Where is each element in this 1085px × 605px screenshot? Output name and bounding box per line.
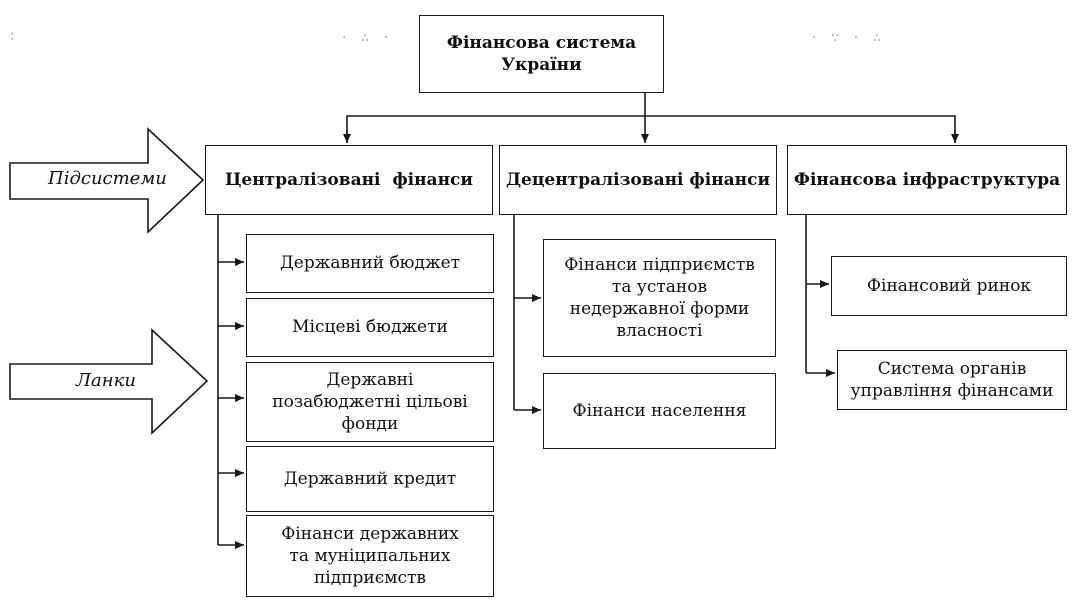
unit-line: Державні — [326, 369, 414, 390]
scan-noise-right: · ∵ · ∴ — [810, 30, 884, 46]
unit-local-budgets: Місцеві бюджети — [246, 298, 494, 357]
root-label: Фінансова система України — [446, 32, 637, 75]
subsystem-centralized-label: Централізовані фінанси — [225, 169, 473, 190]
unit-line: Фінанси населення — [572, 400, 747, 421]
root-connectors — [343, 93, 959, 143]
unit-line: Фінанси державних — [281, 523, 459, 544]
scan-noise-mid: · ∴ · — [340, 30, 393, 46]
units-label: Ланки — [76, 370, 136, 391]
decentral-connectors — [513, 215, 541, 414]
subsystems-arrow — [9, 127, 205, 234]
unit-line: та муніципальних — [289, 545, 451, 566]
unit-household-finance: Фінанси населення — [543, 373, 776, 449]
unit-line: фонди — [341, 414, 399, 435]
unit-line: управління фінансами — [850, 381, 1054, 401]
unit-line: Державний бюджет — [279, 253, 461, 274]
scan-noise-left: : — [8, 28, 19, 44]
unit-line: Фінансовий ринок — [866, 275, 1032, 296]
subsystem-centralized-box: Централізовані фінанси — [205, 145, 493, 215]
unit-line: власності — [616, 321, 703, 342]
unit-line: Фінанси підприємств — [564, 254, 755, 275]
root-box: Фінансова система України — [419, 15, 664, 93]
unit-line: позабюджетні цільові — [272, 391, 468, 412]
unit-line: Система органів — [877, 358, 1027, 379]
unit-line: та установ — [611, 276, 708, 297]
unit-line: Місцеві бюджети — [292, 317, 448, 338]
unit-financial-market: Фінансовий ринок — [831, 256, 1067, 316]
unit-finance-management-bodies: Система органів управління фінансами — [837, 350, 1067, 410]
unit-line: недержавної форми — [569, 299, 750, 319]
unit-private-enterprises: Фінанси підприємств та установ недержавн… — [543, 239, 776, 357]
unit-extrabudgetary-funds: Державні позабюджетні цільові фонди — [246, 362, 494, 442]
subsystems-label: Підсистеми — [48, 168, 167, 189]
subsystem-infrastructure-label: Фінансова інфраструктура — [793, 169, 1061, 190]
subsystem-infrastructure-box: Фінансова інфраструктура — [787, 145, 1067, 215]
units-arrow — [9, 328, 209, 435]
unit-state-budget: Державний бюджет — [246, 234, 494, 293]
unit-state-credit: Державний кредит — [246, 446, 494, 512]
infra-connectors — [805, 215, 835, 377]
subsystem-decentralized-box: Децентралізовані фінанси — [499, 145, 777, 215]
central-connectors — [217, 215, 244, 549]
unit-line: підприємств — [313, 568, 426, 589]
unit-state-enterprises: Фінанси державних та муніципальних підпр… — [246, 515, 494, 597]
unit-line: Державний кредит — [283, 468, 457, 489]
subsystem-decentralized-label: Децентралізовані фінанси — [505, 169, 771, 190]
